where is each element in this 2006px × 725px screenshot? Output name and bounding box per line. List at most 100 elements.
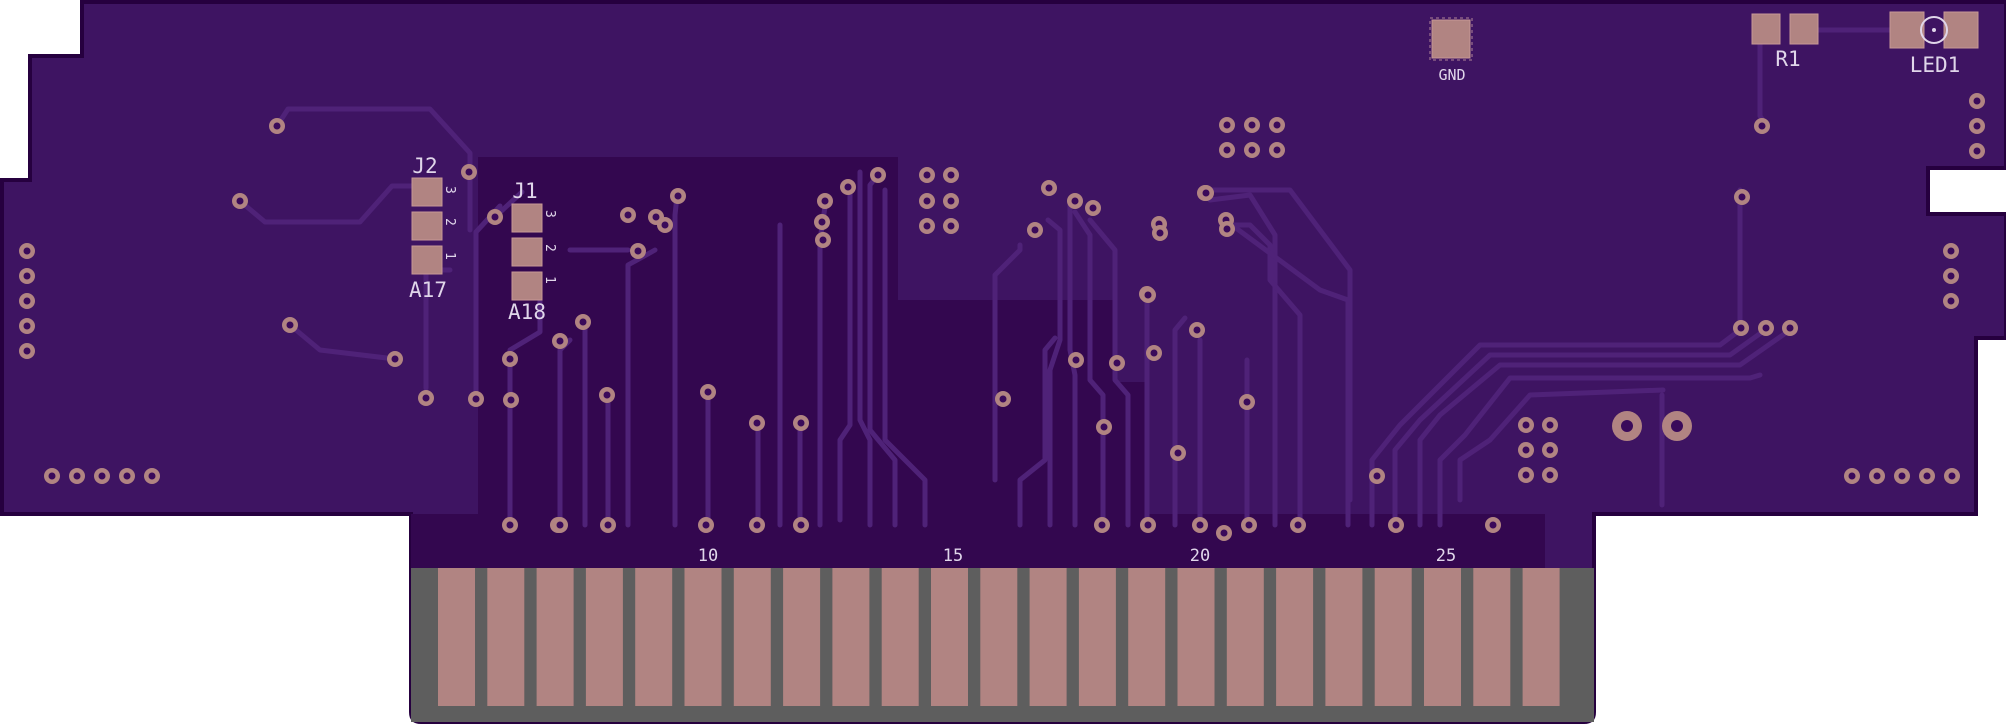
edge-finger <box>783 568 821 706</box>
edge-finger <box>1374 568 1412 706</box>
via-hole <box>797 521 805 529</box>
via-hole <box>1546 421 1554 429</box>
via-hole <box>1223 225 1231 233</box>
edge-finger <box>487 568 525 706</box>
via-hole <box>1243 398 1251 406</box>
via-hole <box>148 472 156 480</box>
via-layer <box>19 93 1985 541</box>
pad-layer <box>411 11 1979 301</box>
trace <box>1392 327 1768 528</box>
via-hole <box>556 521 564 529</box>
trace <box>1417 327 1793 528</box>
via-hole <box>273 122 281 130</box>
edge-finger <box>733 568 771 706</box>
via-hole <box>1947 297 1955 305</box>
via-hole <box>704 388 712 396</box>
trace <box>867 172 898 528</box>
via-hole <box>1144 291 1152 299</box>
trace <box>1207 192 1278 528</box>
via-hole <box>947 222 955 230</box>
via-hole <box>797 419 805 427</box>
via-hole <box>1973 122 1981 130</box>
a18-label: A18 <box>508 300 546 324</box>
via-hole <box>1273 121 1281 129</box>
via-hole <box>506 355 514 363</box>
j1-pad <box>511 203 543 233</box>
via-hole <box>1150 349 1158 357</box>
edge-finger <box>438 568 475 706</box>
trace <box>507 297 543 528</box>
via-hole <box>1758 122 1766 130</box>
led1-center-dot <box>1932 28 1936 32</box>
via-hole <box>23 297 31 305</box>
via-hole <box>1223 146 1231 154</box>
via-hole <box>1245 521 1253 529</box>
via-hole <box>48 472 56 480</box>
pin-number-20: 20 <box>1190 546 1210 566</box>
led1-label: LED1 <box>1910 53 1961 77</box>
pin-number-15: 15 <box>943 546 963 566</box>
via-hole <box>1898 472 1906 480</box>
edge-connector <box>411 568 1594 722</box>
gnd-pad <box>1431 19 1471 59</box>
via-hole <box>661 221 669 229</box>
via-hole <box>1071 197 1079 205</box>
led1-pad <box>1889 11 1925 49</box>
j1-pin3-label: 3 <box>542 210 557 218</box>
via-hole <box>506 521 514 529</box>
via-hole <box>923 222 931 230</box>
via-hole <box>634 247 642 255</box>
edge-finger <box>1226 568 1264 706</box>
via-hole <box>1098 521 1106 529</box>
trace <box>1017 335 1058 528</box>
trace <box>672 193 680 528</box>
via-hole <box>556 337 564 345</box>
via-hole <box>465 168 473 176</box>
edge-finger <box>684 568 722 706</box>
trace <box>992 242 1023 483</box>
led1-pad <box>1943 11 1979 49</box>
via-hole <box>1762 324 1770 332</box>
edge-finger <box>585 568 623 706</box>
led1-polarity-mark <box>1920 16 1948 44</box>
edge-finger <box>1325 568 1363 706</box>
via-hole <box>1223 121 1231 129</box>
via-hole <box>923 171 931 179</box>
trace <box>1229 222 1303 528</box>
via-hole <box>1522 446 1530 454</box>
via-hole <box>874 171 882 179</box>
r1-label: R1 <box>1775 47 1800 71</box>
gnd-pad-outline <box>1429 17 1473 61</box>
via-hole <box>947 171 955 179</box>
via-hole <box>819 236 827 244</box>
trace <box>287 322 398 362</box>
via-hole <box>422 394 430 402</box>
r1-pad <box>1751 13 1781 45</box>
trace <box>882 187 928 528</box>
mounting-hole-drill <box>1671 420 1683 432</box>
trace <box>857 169 873 528</box>
j1-pad <box>511 237 543 267</box>
trace <box>625 247 658 528</box>
via-hole <box>23 272 31 280</box>
via-hole <box>1273 146 1281 154</box>
mounting-hole-drill <box>1621 420 1633 432</box>
trace <box>1045 217 1063 528</box>
edge-finger <box>1276 568 1314 706</box>
j1-pad <box>511 271 543 301</box>
via-hole <box>999 395 1007 403</box>
trace <box>1437 372 1763 528</box>
via-hole <box>1848 472 1856 480</box>
via-hole <box>1294 521 1302 529</box>
via-hole <box>23 347 31 355</box>
edge-finger <box>1522 568 1560 706</box>
gnd-label: GND <box>1438 66 1465 84</box>
edge-finger <box>1128 568 1166 706</box>
via-hole <box>472 395 480 403</box>
via-hole <box>674 192 682 200</box>
via-hole <box>1522 471 1530 479</box>
edge-finger <box>1473 568 1511 706</box>
via-hole <box>1174 449 1182 457</box>
edge-finger <box>980 568 1018 706</box>
